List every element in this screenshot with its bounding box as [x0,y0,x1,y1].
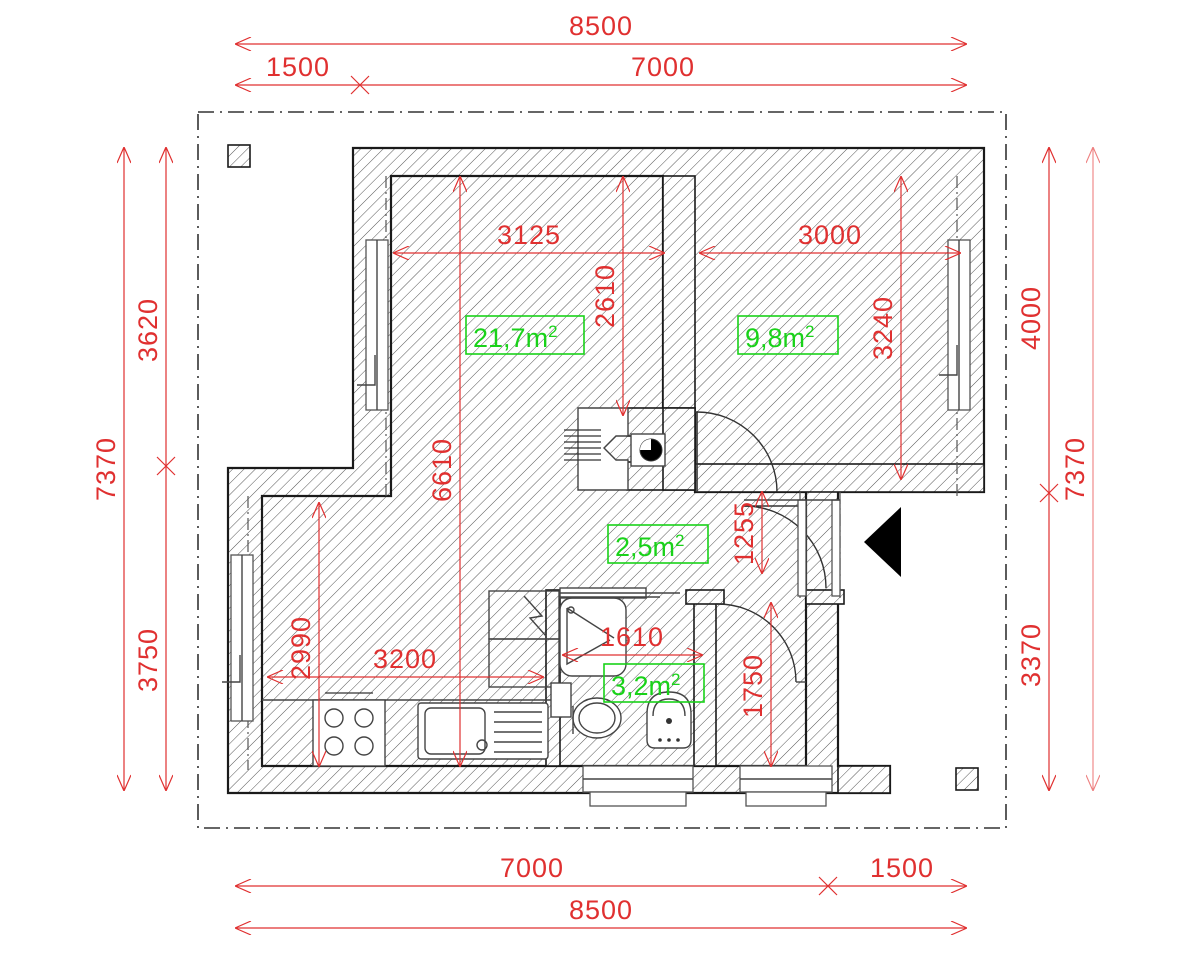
bedroom-area-unit: m [783,323,806,353]
bathroom-west-wall [545,589,561,767]
dimlabel-right-upper-segment: 4000 [1016,286,1046,350]
south-east-wall-stub [837,765,891,794]
chimney-flue-icon [630,433,666,467]
masonry-heater-icon [564,407,666,491]
dimlabel-wc-depth: 1750 [738,654,768,718]
dimlabel-bottom-overall: 8500 [569,895,633,925]
dimension-chain-bottom: 7000 1500 8500 [236,853,966,928]
dimlabel-kitchen-area-depth: 2990 [286,616,316,680]
svg-text:9,8m2: 9,8m2 [745,322,815,353]
bedroom-area-value: 9,8 [745,323,783,353]
partition-bath-wc [693,597,717,767]
hall-area-value: 2,5 [615,532,653,562]
dimlabel-hall-depth: 1255 [729,501,759,565]
dimlabel-top-overall: 8500 [569,11,633,41]
hall-area-unit: m [653,532,676,562]
dimlabel-bathroom-width: 1610 [600,622,664,652]
door-bedroom [695,411,778,493]
dimlabel-living-room-total-depth: 6610 [427,438,457,502]
bathroom-area-value: 3,2 [611,671,649,701]
living-room-area-value: 21,7 [473,323,526,353]
kitchen-sink-icon [417,702,549,760]
partition-living-bedroom [662,175,696,417]
site-boundary [197,111,1007,829]
entry-direction-marker [864,507,901,577]
area-labels: 21,7m2 9,8m2 2,5m2 3,2m2 [465,315,839,703]
dimlabel-top-left-segment: 1500 [266,52,330,82]
dimlabel-bottom-left-segment: 7000 [500,853,564,883]
cooktop-icon [312,692,386,767]
dimlabel-top-right-segment: 7000 [631,52,695,82]
partition-bath-wc-head [685,589,725,605]
tall-kitchen-unit [488,590,560,688]
heater-grille-icon [564,429,601,461]
windows [222,239,971,807]
area-label-bathroom: 3,2m2 [603,663,705,703]
dimlabel-left-upper-segment: 3620 [133,298,163,362]
area-label-bedroom: 9,8m2 [737,315,839,355]
corner-pier-top-left [227,144,251,168]
area-label-hall: 2,5m2 [607,524,709,564]
living-room-area-unit: m [526,323,549,353]
stove-niche-wall-right [662,407,696,491]
dimlabel-right-overall: 7370 [1060,437,1090,501]
corner-pier-bottom-right [955,767,979,791]
dimlabel-kitchen-area-width: 3200 [373,644,437,674]
svg-text:2,5m2: 2,5m2 [615,531,685,562]
dimension-chain-top: 8500 1500 7000 [236,11,966,85]
bathroom-area-exponent: 2 [671,670,680,689]
dimlabel-left-overall: 7370 [91,437,121,501]
dimlabel-bottom-right-segment: 1500 [870,853,934,883]
dimlabel-bedroom-width: 3000 [798,220,862,250]
window-east-bedroom [939,239,971,411]
dimlabel-left-lower-segment: 3750 [133,628,163,692]
dimlabel-living-room-upper-depth: 2610 [590,264,620,328]
window-west-upper [357,239,389,411]
toilet-icon [550,682,622,739]
window-west-lower [222,554,254,722]
window-south-bathroom [582,765,694,807]
dimlabel-right-lower-segment: 3370 [1016,623,1046,687]
bedroom-area-exponent: 2 [805,322,814,341]
bathroom-area-unit: m [649,671,672,701]
dimension-chain-right: 4000 3370 7370 [1016,148,1093,790]
dimension-chain-left: 7370 3620 3750 [91,148,166,790]
window-south-wc [739,765,833,807]
dimension-interior: 3125 3000 2610 3240 6610 2990 3200 1610 … [268,177,960,766]
living-room-area-exponent: 2 [548,322,557,341]
bedroom-south-wall [694,463,985,493]
dimlabel-bedroom-depth: 3240 [868,296,898,360]
dimlabel-living-room-width: 3125 [497,220,561,250]
svg-text:3,2m2: 3,2m2 [611,670,681,701]
svg-text:21,7m2: 21,7m2 [473,322,558,353]
washbasin-icon [646,691,692,749]
hall-area-exponent: 2 [675,531,684,550]
